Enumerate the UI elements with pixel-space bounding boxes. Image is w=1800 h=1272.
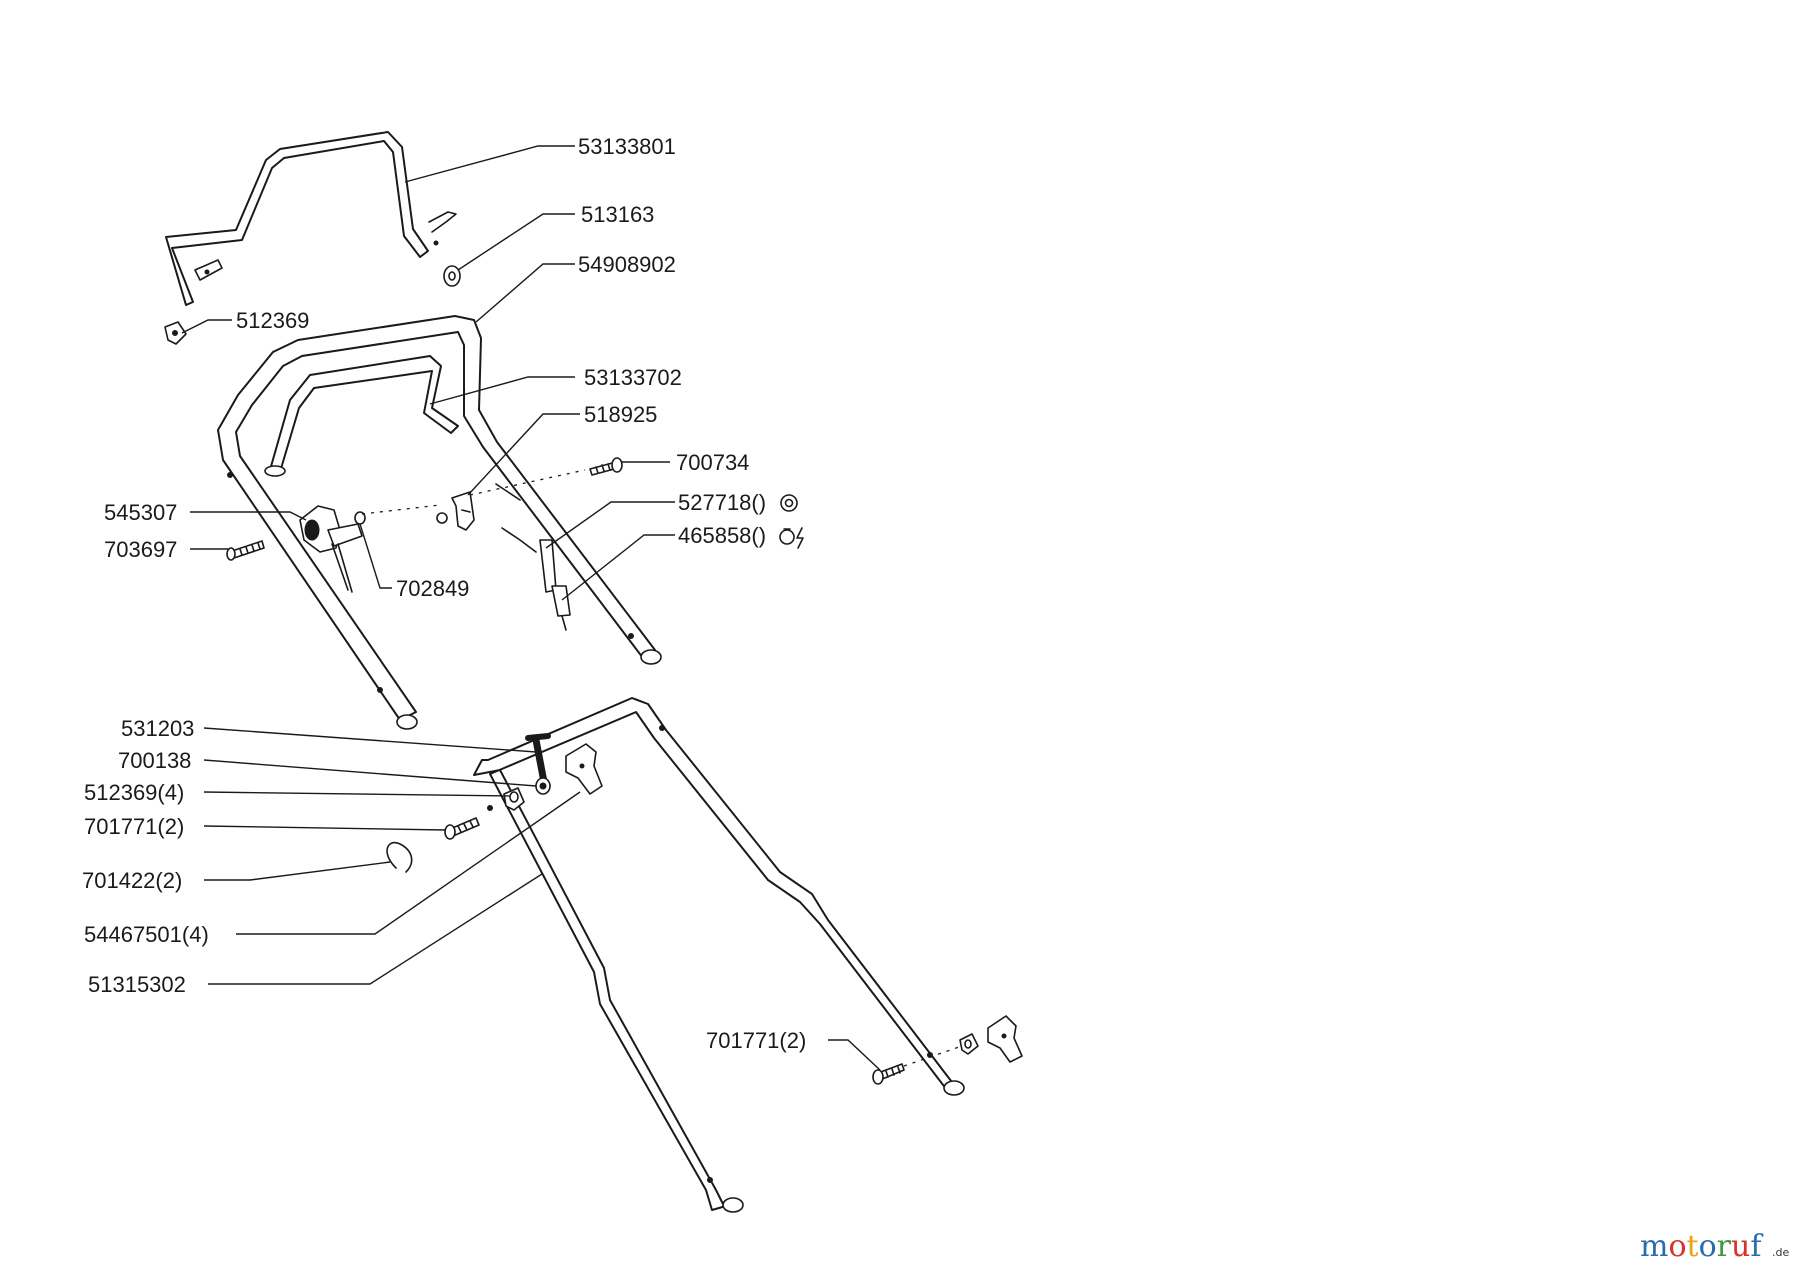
label-701771-2-lower: 701771(2) xyxy=(706,1028,806,1053)
washer-700138-drawing xyxy=(535,777,551,795)
label-703697: 703697 xyxy=(104,537,177,562)
part-labels: 53133801 513163 54908902 512369 53133702… xyxy=(82,134,806,1053)
knob-lower-drawing xyxy=(987,1015,1023,1063)
label-54908902: 54908902 xyxy=(578,252,676,277)
washer-513163-drawing xyxy=(443,265,461,287)
label-53133702: 53133702 xyxy=(584,365,682,390)
upper-bail-drawing xyxy=(165,131,457,306)
screw-701771-lower-drawing xyxy=(872,1063,905,1085)
watermark-letter: t xyxy=(1687,1229,1699,1264)
watermark-letter: o xyxy=(1668,1229,1686,1264)
watermark-letter: r xyxy=(1717,1229,1732,1264)
label-518925: 518925 xyxy=(584,402,657,427)
cable-assembly-drawing xyxy=(495,483,571,631)
lower-handle-drawing xyxy=(473,697,965,1213)
watermark-letter: u xyxy=(1731,1229,1750,1264)
watermark-suffix: .de xyxy=(1772,1246,1789,1259)
label-512369: 512369 xyxy=(236,308,309,333)
nut-512369-4-drawing xyxy=(503,787,525,811)
label-465858: 465858() xyxy=(678,523,766,548)
label-51315302: 51315302 xyxy=(88,972,186,997)
screw-701771-drawing xyxy=(444,817,480,840)
control-lever-drawing xyxy=(299,505,363,593)
label-512369-4: 512369(4) xyxy=(84,780,184,805)
clip-701422-drawing xyxy=(386,841,413,873)
bolt-531203-drawing xyxy=(525,733,551,786)
label-531203: 531203 xyxy=(121,716,194,741)
watermark-letter: f xyxy=(1750,1229,1763,1264)
knob-54467501-drawing xyxy=(565,743,603,795)
label-54467501-4: 54467501(4) xyxy=(84,922,209,947)
motoruf-watermark-logo: motoruf .de xyxy=(1640,1229,1789,1264)
bail-lever-drawing xyxy=(264,355,459,477)
label-701422-2: 701422(2) xyxy=(82,868,182,893)
label-53133801: 53133801 xyxy=(578,134,676,159)
nut-lower-drawing xyxy=(959,1033,979,1055)
label-527718: 527718() xyxy=(678,490,766,515)
upper-handle-drawing xyxy=(217,315,662,730)
label-513163: 513163 xyxy=(581,202,654,227)
nut-512369-drawing xyxy=(164,321,187,345)
watermark-letter: o xyxy=(1699,1229,1717,1264)
screw-700734-drawing xyxy=(589,457,623,476)
svg-text:motoruf: motoruf xyxy=(1640,1229,1763,1264)
label-700138: 700138 xyxy=(118,748,191,773)
label-701771-2: 701771(2) xyxy=(84,814,184,839)
electric-start-symbol-icon xyxy=(779,527,804,549)
label-545307: 545307 xyxy=(104,500,177,525)
screw-703697-drawing xyxy=(226,540,265,561)
blade-brake-symbol-icon xyxy=(780,494,798,512)
cable-clip-drawing xyxy=(436,491,475,531)
watermark-letter: m xyxy=(1640,1229,1668,1264)
label-702849: 702849 xyxy=(396,576,469,601)
label-700734: 700734 xyxy=(676,450,749,475)
leader-lines xyxy=(181,145,881,1071)
